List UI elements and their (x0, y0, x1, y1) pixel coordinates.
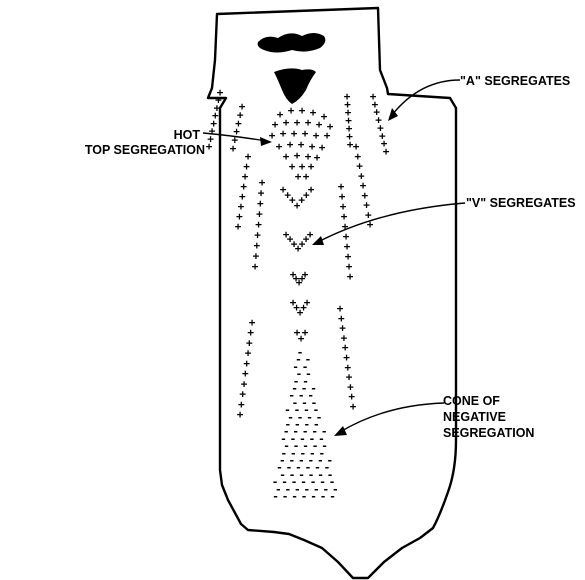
negative-segregation-mark: - (320, 490, 327, 503)
negative-segregation-mark: - (310, 490, 317, 503)
a-segregate-mark: + (350, 400, 357, 413)
hot-top-segregation-mark: + (280, 127, 287, 140)
hot-top-segregation-mark: + (295, 170, 302, 183)
v-segregate-mark: + (296, 276, 303, 289)
a-segregate-mark: + (230, 142, 237, 155)
a-segregate-mark: + (235, 220, 242, 233)
negative-segregation-mark: - (301, 490, 308, 503)
cone-label-line3: SEGREGATION (443, 426, 534, 440)
cone-label-line2: NEGATIVE (443, 410, 506, 424)
shrinkage-cavity-upper (258, 33, 326, 53)
a-segregate-mark: + (206, 140, 213, 153)
v-segregate-mark: + (294, 199, 301, 212)
v-segregates-label: "V" SEGREGATES (466, 196, 576, 210)
negative-segregation-mark: - (272, 490, 279, 503)
segregation-marks: ++++++++++++++++++++++++++++++++++++++++… (206, 86, 390, 503)
v-segregate-mark: + (295, 242, 302, 255)
cone-arrowhead (334, 426, 347, 436)
hot-top-segregation-mark: + (276, 140, 283, 153)
a-segregate-mark: + (383, 145, 390, 158)
hot-top-segregation-mark: + (269, 129, 276, 142)
a-segregate-mark: + (252, 260, 259, 273)
v-segregate-mark: + (298, 332, 305, 345)
v-segregates-arrowhead (312, 236, 324, 245)
negative-segregation-mark: - (291, 490, 298, 503)
cone-label-line1: CONE OF (443, 394, 500, 408)
hot-top-label-line1: HOT (174, 128, 201, 142)
a-segregates-label: "A" SEGREGATES (460, 74, 570, 88)
hot-top-segregation-mark: + (314, 151, 321, 164)
hot-top-segregation-mark: + (303, 170, 310, 183)
v-segregate-mark: + (297, 306, 304, 319)
shrinkage-cavity-lower (274, 68, 316, 104)
a-segregate-mark: + (237, 408, 244, 421)
hot-top-label-line2: TOP SEGREGATION (85, 143, 205, 157)
negative-segregation-mark: - (329, 490, 336, 503)
a-segregate-mark: + (347, 270, 354, 283)
negative-segregation-mark: - (282, 490, 289, 503)
